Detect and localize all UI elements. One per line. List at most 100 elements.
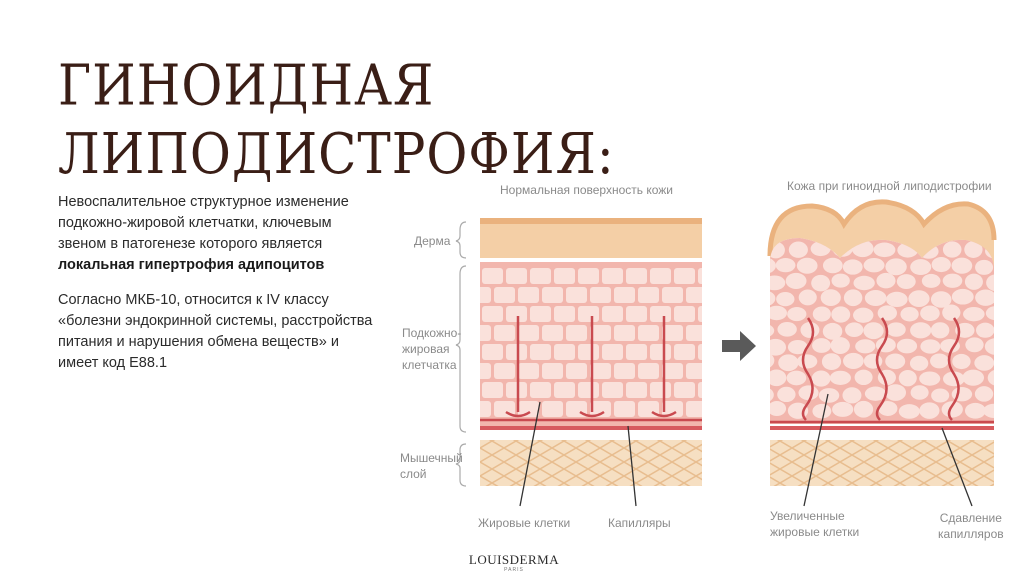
enlarged-fat-cell bbox=[812, 404, 831, 419]
transition-arrow bbox=[722, 331, 756, 361]
fat-cell bbox=[506, 268, 527, 284]
enlarged-fat-cell bbox=[855, 339, 875, 353]
fat-cell bbox=[494, 287, 515, 303]
enlarged-fat-cell bbox=[999, 354, 1018, 370]
enlarged-cells-callout: Увеличенные жировые клетки bbox=[770, 508, 859, 540]
brand-name: LOUISDERMA bbox=[466, 552, 562, 568]
fascia bbox=[480, 426, 702, 430]
fat-cell bbox=[554, 344, 575, 360]
enlarged-fat-cell bbox=[919, 371, 940, 385]
fat-cell bbox=[554, 268, 575, 284]
fat-cell bbox=[518, 287, 539, 303]
compression-callout: Сдавление капилляров bbox=[938, 510, 1004, 542]
fat-cell bbox=[542, 287, 563, 303]
fat-cells-enlarged bbox=[742, 240, 1018, 419]
fat-cell bbox=[530, 382, 551, 398]
fat-cell bbox=[506, 306, 527, 322]
fat-cell bbox=[602, 344, 623, 360]
enlarged-fat-cell bbox=[878, 305, 897, 320]
fat-cell bbox=[542, 401, 563, 417]
enlarged-fat-cell bbox=[754, 387, 774, 403]
enlarged-fat-cell bbox=[797, 354, 817, 368]
fat-cell bbox=[698, 382, 719, 398]
subcutaneous-label-3: клетчатка bbox=[402, 357, 461, 373]
enlarged-fat-cell bbox=[974, 355, 994, 371]
fat-cell bbox=[662, 287, 683, 303]
muscle-label: Мышечный слой bbox=[400, 450, 463, 482]
enlarged-fat-cell bbox=[897, 274, 916, 289]
enlarged-fat-cell bbox=[864, 258, 885, 272]
enlarged-fat-cell bbox=[832, 274, 850, 288]
fat-cell bbox=[566, 287, 587, 303]
enlarged-fat-cell bbox=[844, 289, 862, 306]
enlarged-fat-cell bbox=[797, 258, 818, 274]
enlarged-fat-cell bbox=[813, 306, 831, 321]
fat-cell bbox=[710, 363, 731, 379]
enlarged-fat-cell bbox=[830, 371, 851, 385]
fat-cell bbox=[626, 306, 647, 322]
enlarged-fat-cell bbox=[943, 274, 963, 288]
enlarged-fat-cell bbox=[855, 370, 873, 385]
subcutaneous-label: Подкожно- жировая клетчатка bbox=[402, 325, 461, 373]
fat-cell bbox=[650, 268, 671, 284]
enlarged-fat-cell bbox=[865, 290, 887, 306]
fat-cell bbox=[626, 382, 647, 398]
dermis-layer bbox=[480, 224, 702, 258]
enlarged-fat-cell bbox=[985, 338, 1007, 355]
capillaries-callout: Капилляры bbox=[608, 515, 671, 531]
enlarged-fat-cell bbox=[986, 274, 1005, 291]
enlarged-fat-cell bbox=[786, 273, 807, 289]
subcutaneous-label-1: Подкожно- bbox=[402, 325, 461, 341]
enlarged-fat-cell bbox=[755, 258, 776, 274]
muscle-label-2: слой bbox=[400, 466, 463, 482]
compression-line-1: Сдавление bbox=[938, 510, 1004, 526]
fat-cell bbox=[698, 268, 719, 284]
fat-cell bbox=[530, 306, 551, 322]
fat-cell bbox=[578, 268, 599, 284]
enlarged-fat-cell bbox=[919, 402, 939, 418]
enlarged-fat-cell bbox=[952, 289, 974, 305]
enlarged-fat-cell bbox=[798, 385, 818, 400]
enlarged-fat-cell bbox=[910, 322, 931, 338]
fat-cell bbox=[698, 344, 719, 360]
enlarged-fat-cell bbox=[922, 274, 941, 288]
enlarged-fat-cell bbox=[952, 354, 970, 369]
fat-cell bbox=[638, 363, 659, 379]
dermis-label: Дерма bbox=[414, 233, 450, 249]
enlarged-fat-cell bbox=[885, 353, 905, 369]
enlarged-fat-cell bbox=[998, 323, 1018, 339]
fascia-right bbox=[770, 426, 994, 430]
enlarged-fat-cell bbox=[899, 370, 917, 386]
enlarged-fat-cell bbox=[899, 404, 920, 419]
enlarged-fat-cell bbox=[788, 403, 808, 419]
enlarged-fat-cell bbox=[832, 402, 853, 417]
fat-cell bbox=[710, 287, 731, 303]
enlarged-fat-cell bbox=[812, 338, 831, 353]
enlarged-fat-cell bbox=[764, 275, 786, 290]
enlarged-fat-cell bbox=[931, 322, 950, 338]
enlarged-fat-cell bbox=[943, 241, 962, 257]
enlarged-fat-cell bbox=[800, 322, 819, 338]
enlarged-fat-cell bbox=[777, 387, 795, 402]
enlarged-fat-cell bbox=[975, 260, 993, 275]
cellulite-skin-title: Кожа при гиноидной липодистрофии bbox=[787, 179, 992, 193]
enlarged-fat-cell bbox=[843, 353, 864, 369]
enlarged-fat-cell bbox=[951, 258, 972, 274]
fat-cell bbox=[470, 401, 491, 417]
fat-cell bbox=[650, 382, 671, 398]
fat-cell bbox=[482, 382, 503, 398]
fat-cell bbox=[686, 363, 707, 379]
fat-cell bbox=[518, 363, 539, 379]
fat-cell bbox=[674, 344, 695, 360]
fat-cell bbox=[530, 268, 551, 284]
enlarged-fat-cell bbox=[885, 384, 906, 401]
enlarged-fat-cell bbox=[756, 291, 775, 306]
enlarged-fat-cell bbox=[910, 356, 928, 371]
subcutaneous-label-2: жировая bbox=[402, 341, 461, 357]
fat-cell bbox=[482, 268, 503, 284]
enlarged-fat-cell bbox=[821, 289, 841, 306]
enlarged-fat-cell bbox=[776, 292, 794, 306]
enlarged-fat-cell bbox=[886, 322, 905, 336]
fat-cell bbox=[566, 325, 587, 341]
